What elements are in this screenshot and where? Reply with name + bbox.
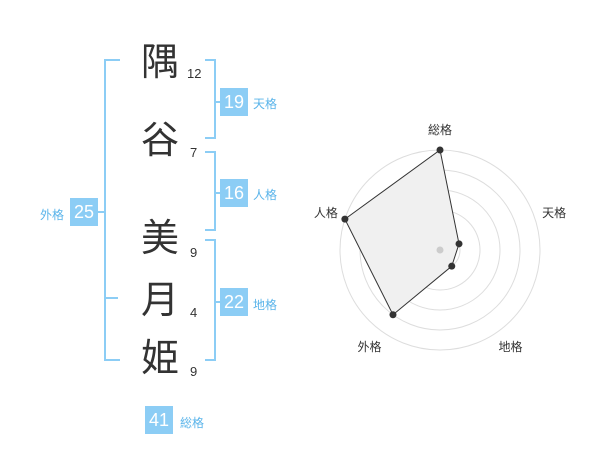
tenkaku-label: 天格: [253, 97, 278, 111]
radar-axis-label-5: 人格: [314, 205, 338, 220]
radar-point-2: [455, 240, 463, 248]
jinkaku-bracket: [205, 151, 216, 231]
name-char-1: 隅: [140, 40, 179, 84]
radar-points: [341, 146, 463, 319]
radar-axis-label-1: 総格: [428, 122, 452, 137]
chikaku-label: 地格: [253, 298, 278, 312]
radar-center-dot: [436, 246, 444, 254]
soukaku-badge: 41: [145, 406, 173, 434]
fortune-brackets: [95, 59, 220, 361]
radar-point-1: [436, 146, 444, 154]
radar-value-polygon: [344, 149, 460, 316]
chikaku-badge: 22: [220, 288, 248, 316]
stroke-count-2: 7: [190, 145, 198, 160]
name-char-5: 姫: [140, 336, 179, 380]
stroke-count-3: 9: [190, 245, 198, 260]
stroke-count-5: 9: [190, 364, 198, 379]
radar-axis-label-4: 外格: [357, 339, 381, 354]
stroke-count-1: 12: [187, 66, 202, 81]
radar-axis-label-2: 天格: [542, 205, 566, 220]
radar-axis-label-3: 地格: [499, 339, 523, 354]
gaikaku-badge: 25: [70, 198, 98, 226]
name-char-4: 月: [140, 278, 179, 322]
gaikaku-bracket: [104, 59, 120, 361]
gaikaku-label: 外格: [40, 208, 65, 222]
name-char-2: 谷: [140, 118, 179, 162]
tenkaku-badge: 19: [220, 88, 248, 116]
radar-point-4: [389, 311, 397, 319]
radar-point-3: [448, 262, 456, 270]
stroke-count-4: 4: [190, 305, 198, 320]
jinkaku-badge: 16: [220, 179, 248, 207]
name-char-3: 美: [140, 216, 179, 260]
jinkaku-label: 人格: [253, 188, 278, 202]
tenkaku-bracket: [205, 59, 216, 139]
radar-point-5: [341, 215, 349, 223]
soukaku-label: 総格: [180, 416, 205, 430]
chikaku-bracket: [205, 239, 216, 361]
